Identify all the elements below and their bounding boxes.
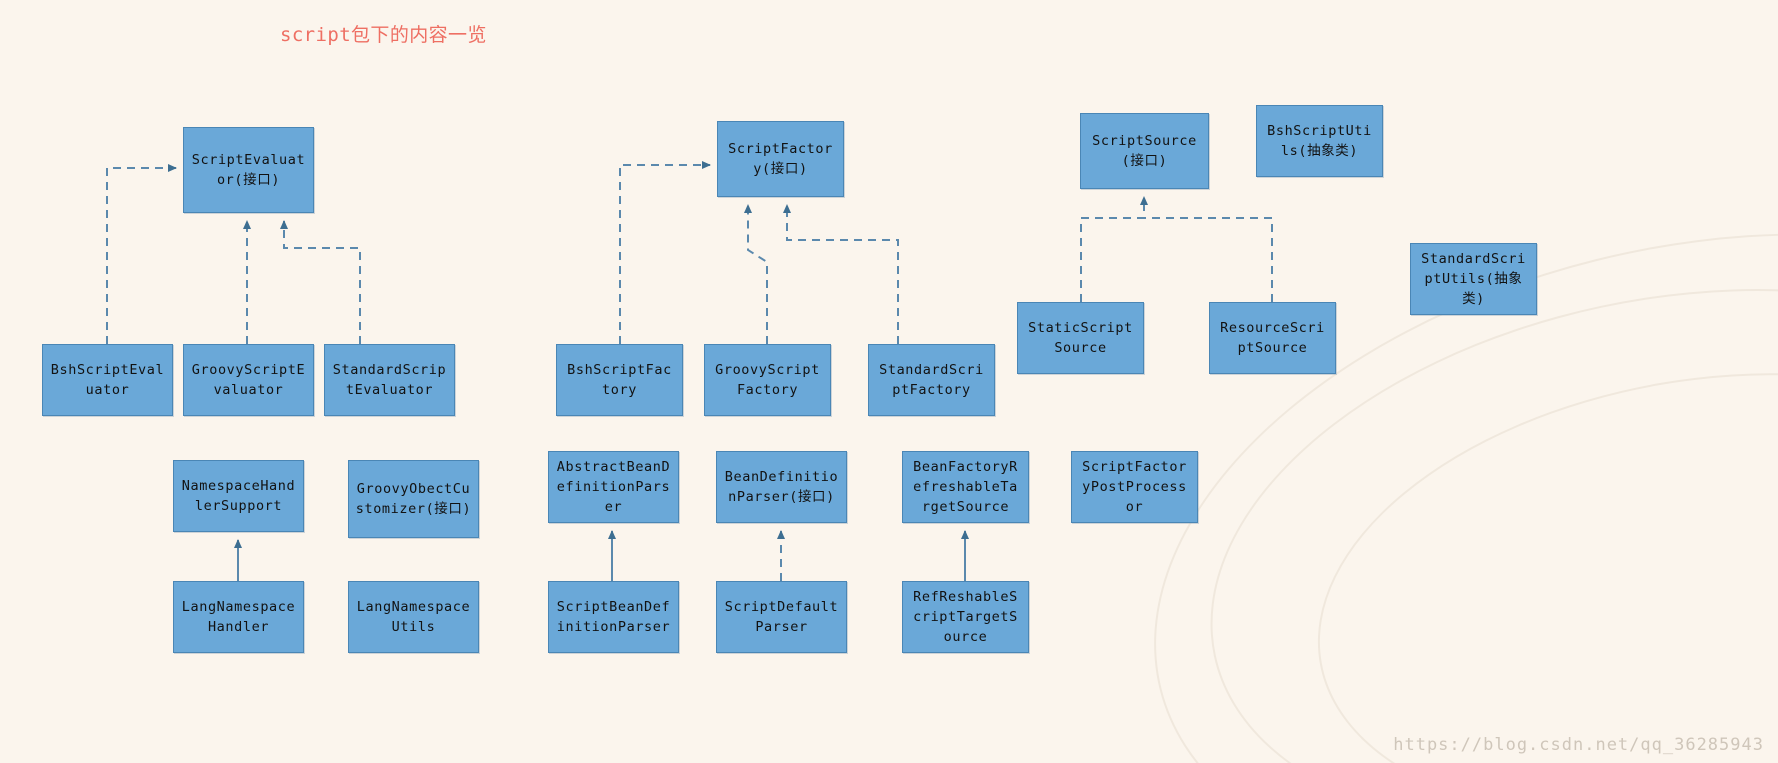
background-swoosh-2 <box>1282 316 1778 763</box>
edge-standardScriptEvaluator-scriptEvaluator <box>280 220 361 344</box>
class-node-staticScriptSource[interactable]: StaticScriptSource <box>1017 302 1144 374</box>
edge-groovyScriptFactory-scriptFactory <box>744 204 768 344</box>
class-node-label: BshScriptFactory <box>567 362 672 398</box>
class-node-langNamespaceUtils[interactable]: LangNamespaceUtils <box>348 581 479 653</box>
class-node-scriptSource[interactable]: ScriptSource(接口) <box>1080 113 1209 189</box>
class-node-standardScriptEvaluator[interactable]: StandardScriptEvaluator <box>324 344 455 416</box>
class-node-scriptFactoryPostProcessor[interactable]: ScriptFactoryPostProcessor <box>1071 451 1198 523</box>
class-node-label: ResourceScriptSource <box>1220 320 1325 356</box>
class-node-label: GroovyScriptFactory <box>715 362 820 398</box>
class-node-bshScriptEvaluator[interactable]: BshScriptEvaluator <box>42 344 173 416</box>
edge-staticScriptSource-scriptSource <box>1080 196 1148 302</box>
class-node-label: StandardScriptFactory <box>879 362 984 398</box>
class-node-label: ScriptSource(接口) <box>1092 133 1197 169</box>
class-node-label: BeanFactoryRefreshableTargetSource <box>913 459 1018 515</box>
class-node-scriptEvaluator[interactable]: ScriptEvaluator(接口) <box>183 127 314 213</box>
class-node-label: LangNamespaceHandler <box>181 599 296 635</box>
class-node-groovyScriptEvaluator[interactable]: GroovyScriptEvaluator <box>183 344 314 416</box>
class-node-label: GroovyObectCustomizer(接口) <box>355 481 472 517</box>
class-node-label: BeanDefinitionParser(接口) <box>724 469 839 505</box>
class-node-label: ScriptFactoryPostProcessor <box>1082 459 1187 515</box>
class-node-scriptDefaultParser[interactable]: ScriptDefaultParser <box>716 581 847 653</box>
class-node-label: ScriptBeanDefinitionParser <box>556 599 671 635</box>
watermark: https://blog.csdn.net/qq_36285943 <box>1393 735 1764 755</box>
edge-bshScriptEvaluator-scriptEvaluator <box>106 164 177 344</box>
class-node-refReshableScriptTargetSource[interactable]: RefReshableScriptTargetSource <box>902 581 1029 653</box>
class-node-groovyObjectCustomizer[interactable]: GroovyObectCustomizer(接口) <box>348 460 479 538</box>
diagram-title: script包下的内容一览 <box>280 24 487 46</box>
class-node-label: BshScriptUtils(抽象类) <box>1267 123 1372 159</box>
class-node-resourceScriptSource[interactable]: ResourceScriptSource <box>1209 302 1336 374</box>
class-node-groovyScriptFactory[interactable]: GroovyScriptFactory <box>704 344 831 416</box>
class-node-abstractBeanDefinitionParser[interactable]: AbstractBeanDefinitionParser <box>548 451 679 523</box>
class-node-bshScriptUtils[interactable]: BshScriptUtils(抽象类) <box>1256 105 1383 177</box>
class-node-scriptBeanDefinitionParser[interactable]: ScriptBeanDefinitionParser <box>548 581 679 653</box>
class-node-label: LangNamespaceUtils <box>356 599 471 635</box>
class-node-namespaceHandlerSupport[interactable]: NamespaceHandlerSupport <box>173 460 304 532</box>
class-node-label: StandardScriptEvaluator <box>332 362 447 398</box>
class-node-standardScriptUtils[interactable]: StandardScriptUtils(抽象类) <box>1410 243 1537 315</box>
class-node-label: AbstractBeanDefinitionParser <box>556 459 671 515</box>
class-node-scriptFactory[interactable]: ScriptFactory(接口) <box>717 121 844 197</box>
class-node-label: StandardScriptUtils(抽象类) <box>1421 251 1526 307</box>
class-node-label: GroovyScriptEvaluator <box>191 362 306 398</box>
edge-bshScriptFactory-scriptFactory <box>619 161 711 344</box>
class-node-label: ScriptFactory(接口) <box>728 141 833 177</box>
class-node-label: NamespaceHandlerSupport <box>181 478 296 514</box>
class-node-beanFactoryRefreshableTargetSource[interactable]: BeanFactoryRefreshableTargetSource <box>902 451 1029 523</box>
background-swoosh-3 <box>1084 131 1778 763</box>
edge-resourceScriptSource-scriptSource <box>1144 217 1273 302</box>
class-node-label: StaticScriptSource <box>1028 320 1133 356</box>
class-node-bshScriptFactory[interactable]: BshScriptFactory <box>556 344 683 416</box>
edge-standardScriptFactory-scriptFactory <box>783 204 899 344</box>
class-node-label: ScriptEvaluator(接口) <box>191 152 306 188</box>
class-node-label: ScriptDefaultParser <box>724 599 839 635</box>
class-node-label: BshScriptEvaluator <box>50 362 165 398</box>
class-node-label: RefReshableScriptTargetSource <box>913 589 1018 645</box>
class-node-standardScriptFactory[interactable]: StandardScriptFactory <box>868 344 995 416</box>
class-node-langNamespaceHandler[interactable]: LangNamespaceHandler <box>173 581 304 653</box>
class-node-beanDefinitionParser[interactable]: BeanDefinitionParser(接口) <box>716 451 847 523</box>
